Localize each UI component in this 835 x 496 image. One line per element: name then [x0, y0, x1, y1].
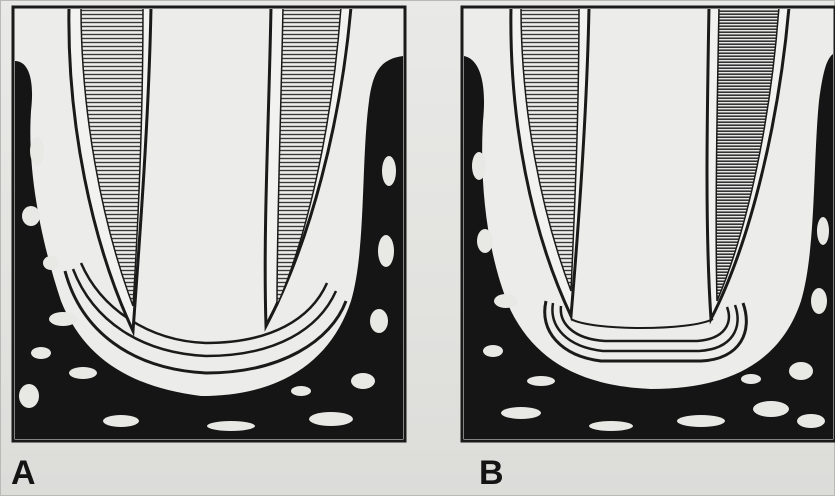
- panel-a: [13, 7, 405, 441]
- panel-b-label: B: [479, 456, 504, 490]
- panel-b: [462, 7, 835, 441]
- panel-a-label: A: [11, 456, 36, 490]
